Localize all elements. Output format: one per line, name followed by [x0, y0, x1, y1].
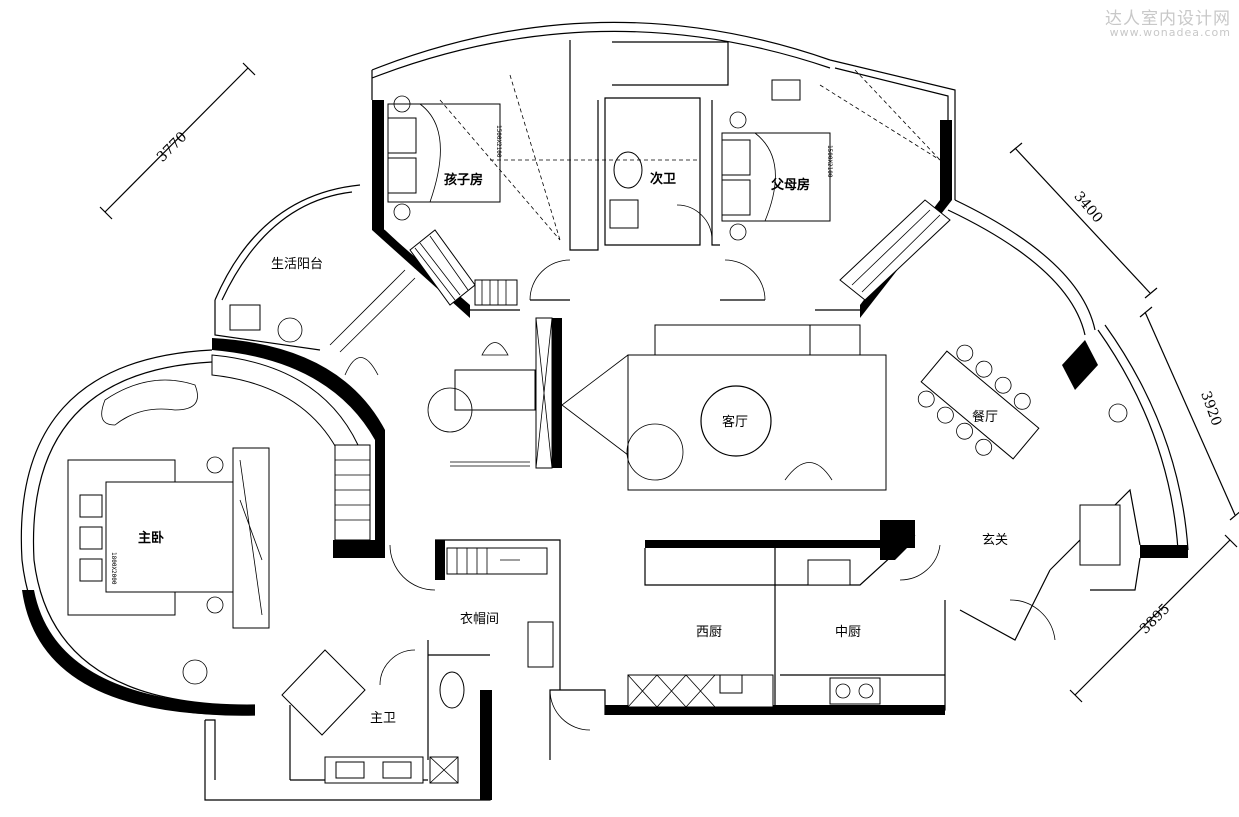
dimension-3895: 3895 [1137, 601, 1174, 638]
room-label-utility-balcony: 生活阳台 [271, 257, 323, 272]
interior-walls [289, 40, 1121, 781]
dimension-3770: 3770 [154, 129, 191, 166]
room-label-master-bedroom: 主卧 [138, 530, 164, 546]
room-label-chinese-kitchen: 中厨 [835, 625, 861, 640]
room-label-second-bath: 次卫 [650, 171, 676, 187]
parents-bed-size: 1500X2100 [826, 145, 833, 178]
room-label-child-room: 孩子房 [444, 172, 483, 188]
room-label-entrance: 玄关 [982, 533, 1008, 548]
watermark-url: www.wonadea.com [1109, 26, 1231, 39]
room-label-parents-room: 父母房 [770, 177, 810, 193]
dimension-3400: 3400 [1070, 189, 1105, 227]
watermark-title: 达人室内设计网 [1105, 9, 1231, 29]
room-label-master-bath: 主卫 [370, 711, 396, 726]
room-label-living-room: 客厅 [722, 414, 748, 430]
master-bed-size: 1800X2000 [110, 552, 117, 585]
dimension-lines [99, 62, 1239, 703]
child-bed-size: 1500X2100 [495, 125, 502, 158]
dimension-3920: 3920 [1197, 389, 1224, 428]
furniture [67, 79, 1128, 784]
room-label-western-kitchen: 西厨 [696, 625, 722, 640]
room-label-dining-room: 餐厅 [972, 409, 998, 425]
doors [379, 69, 1056, 731]
room-label-cloakroom: 衣帽间 [460, 611, 499, 627]
